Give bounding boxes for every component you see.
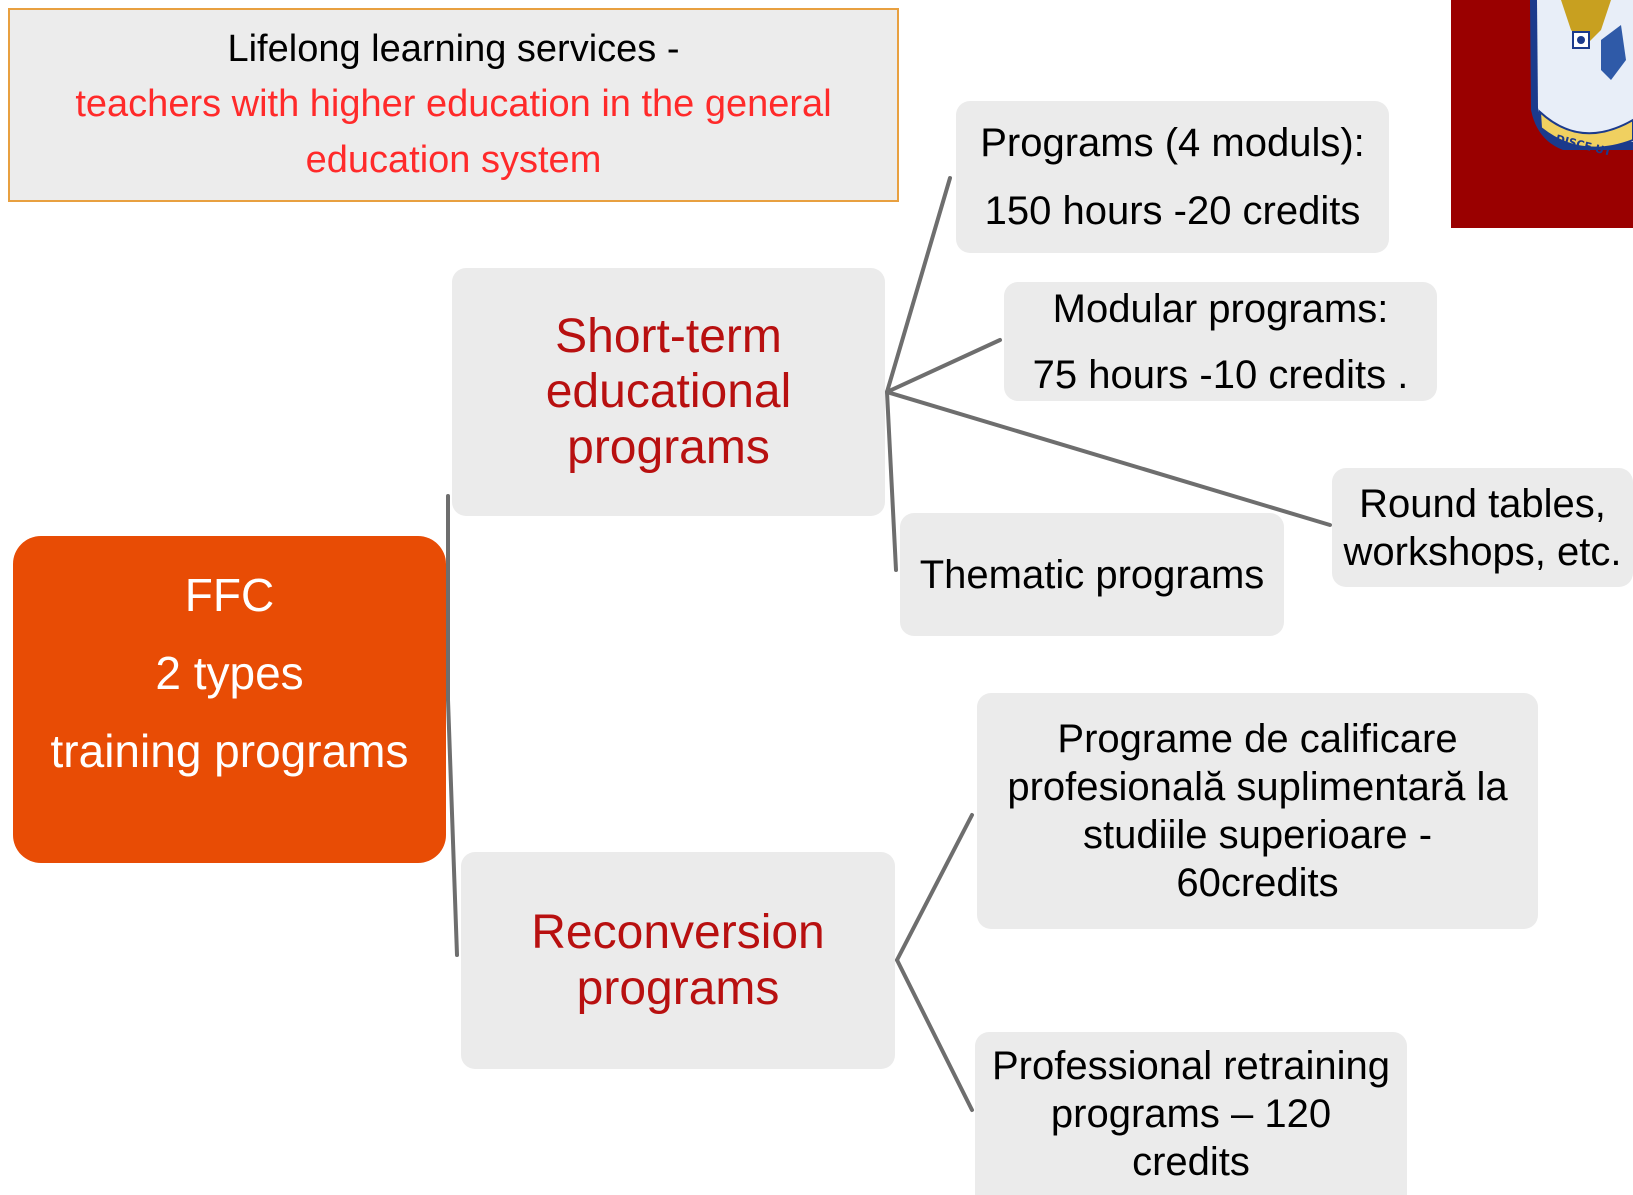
modular-line1: Modular programs:: [1052, 286, 1389, 331]
leaf-node-calificare: Programe de calificare profesională supl…: [977, 693, 1538, 929]
branch-node-short-term: Short-term educational programs: [452, 268, 885, 516]
connector-reconv-to-calificare: [895, 813, 974, 962]
root-node-ffc: FFC 2 types training programs: [13, 536, 446, 863]
leaf-node-programs-4-moduls: Programs (4 moduls): 150 hours -20 credi…: [956, 101, 1389, 253]
connector-short-to-programs4: [885, 176, 952, 394]
round-tables-line2: workshops, etc.: [1343, 529, 1622, 574]
leaf-node-modular-programs: Modular programs: 75 hours -10 credits .: [1004, 282, 1437, 401]
connector-short-to-modular: [885, 338, 1002, 394]
reconversion-label: Reconversion programs: [531, 906, 825, 1015]
title-box: Lifelong learning services - teachers wi…: [8, 8, 899, 202]
connector-reconv-to-retraining: [895, 958, 974, 1112]
leaf-node-thematic-programs: Thematic programs: [900, 513, 1284, 636]
branch-node-reconversion: Reconversion programs: [461, 852, 895, 1069]
thematic-label: Thematic programs: [919, 552, 1265, 597]
university-crest-icon: DISCE UT: [1530, 0, 1633, 159]
programs4-line2: 150 hours -20 credits: [984, 189, 1361, 233]
retraining-label: Professional retraining programs – 120 c…: [992, 1043, 1390, 1184]
connector-root-reconversion: [446, 698, 459, 957]
root-line2: 2 types: [155, 647, 304, 700]
connector-short-to-thematic: [885, 390, 898, 572]
root-line1: FFC: [184, 569, 275, 621]
programs4-line1: Programs (4 moduls):: [980, 121, 1365, 165]
root-line3: training programs: [50, 725, 409, 778]
leaf-node-professional-retraining: Professional retraining programs – 120 c…: [975, 1032, 1407, 1195]
connector-short-to-round-tables: [885, 390, 1332, 527]
short-term-label: Short-term educational programs: [545, 310, 792, 474]
calificare-label: Programe de calificare profesională supl…: [1007, 717, 1508, 905]
logo-panel: DISCE UT: [1451, 0, 1633, 228]
leaf-node-round-tables: Round tables, workshops, etc.: [1332, 468, 1633, 587]
round-tables-line1: Round tables,: [1359, 481, 1606, 526]
title-line1: Lifelong learning services -: [227, 28, 680, 71]
title-line2: teachers with higher education in the ge…: [75, 83, 832, 181]
modular-line2: 75 hours -10 credits .: [1032, 352, 1409, 397]
